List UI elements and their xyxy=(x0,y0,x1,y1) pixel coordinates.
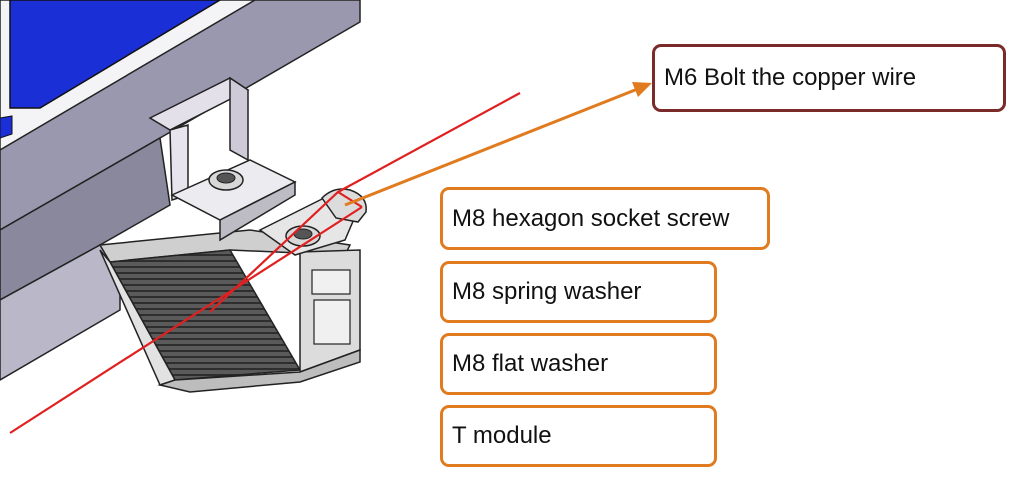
callout-m6-bolt-label: M6 Bolt the copper wire xyxy=(664,64,917,91)
callout-m6-bolt: M6 Bolt the copper wire xyxy=(652,44,1006,112)
callout-m8-socket-screw-label: M8 hexagon socket screw xyxy=(452,204,730,232)
callout-m8-spring-washer: M8 spring washer xyxy=(440,261,717,323)
callout-m8-spring-washer-label: M8 spring washer xyxy=(452,278,642,305)
grounding-lug xyxy=(258,188,367,256)
mounting-rail xyxy=(98,229,361,393)
leader-arrow xyxy=(344,82,652,207)
callout-t-module-label: T module xyxy=(452,422,552,449)
callout-m8-socket-screw: M8 hexagon socket screw xyxy=(440,187,770,250)
callout-t-module: T module xyxy=(440,405,717,467)
solar-cell xyxy=(0,115,13,139)
solar-cell xyxy=(9,0,222,109)
callout-m8-flat-washer-label: M8 flat washer xyxy=(452,350,609,377)
arrowhead-icon xyxy=(632,82,652,97)
callout-m8-flat-washer: M8 flat washer xyxy=(440,333,717,395)
end-clamp xyxy=(148,76,297,242)
